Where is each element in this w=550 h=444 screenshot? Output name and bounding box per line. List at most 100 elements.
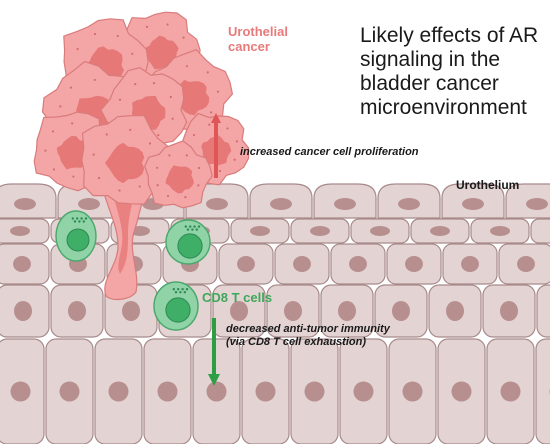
cancer-granule: [93, 78, 96, 82]
cancer-granule: [157, 134, 160, 137]
epithelial-nucleus: [250, 226, 270, 236]
cancer-granule: [184, 196, 187, 199]
intermediate-cell: [0, 243, 50, 285]
epithelial-nucleus: [10, 226, 30, 236]
epithelial-cell-body: [535, 338, 550, 444]
cancer-granule: [210, 111, 213, 114]
cancer-granule: [226, 127, 229, 130]
t-cell-granule: [179, 291, 182, 294]
epithelial-nucleus: [370, 226, 390, 236]
epithelial-nucleus: [157, 381, 178, 402]
t-cell-granule: [84, 217, 88, 220]
cancer-granule: [97, 176, 101, 180]
cancer-granule: [116, 34, 119, 38]
t-cell-granule: [184, 225, 187, 228]
cancer-granule: [71, 122, 74, 125]
epithelial-nucleus: [446, 301, 464, 321]
epithelial-nucleus: [517, 256, 535, 272]
t-cell-granule: [186, 228, 190, 231]
immunity-annotation: decreased anti-tumor immunity (via CD8 T…: [226, 323, 390, 348]
intermediate-cell: [470, 218, 530, 244]
epithelial-nucleus: [270, 198, 292, 210]
cancer-granule: [185, 65, 188, 68]
t-cell-nucleus: [177, 233, 203, 259]
cancer-granule: [145, 25, 149, 28]
basal-cell: [486, 338, 535, 444]
cancer-granule: [171, 117, 174, 120]
epithelial-nucleus: [402, 381, 423, 402]
basal-cell: [290, 338, 339, 444]
cancer-granule: [52, 168, 56, 171]
cancer-granule: [69, 86, 73, 89]
cancer-granule: [235, 140, 238, 143]
epithelial-nucleus: [451, 381, 472, 402]
cancer-granule: [92, 153, 95, 156]
t-cell-granule: [177, 288, 180, 291]
cancer-granule: [169, 95, 172, 99]
cancer-granule: [105, 133, 108, 136]
basal-cell: [0, 338, 45, 444]
cancer-granule: [233, 158, 236, 161]
basal-cell: [192, 338, 241, 444]
basal-cell: [266, 284, 320, 338]
urothelial-cancer-label: Urothelial cancer: [228, 24, 318, 54]
epithelial-nucleus: [500, 301, 518, 321]
epithelial-nucleus: [392, 301, 410, 321]
t-cell-granule: [174, 291, 178, 294]
cancer-granule: [152, 82, 156, 85]
t-cell-granule: [78, 220, 81, 223]
cancer-nucleus: [104, 142, 145, 184]
epithelial-nucleus: [237, 256, 255, 272]
cancer-granule: [118, 98, 122, 101]
epithelial-cell-body: [536, 284, 550, 338]
intermediate-cell: [330, 243, 386, 285]
basal-cell: [50, 284, 104, 338]
t-cell-granule: [76, 217, 79, 220]
epithelial-nucleus: [230, 301, 248, 321]
t-cell-granule: [80, 217, 83, 220]
umbrella-cell: [0, 183, 57, 219]
intermediate-cell: [218, 243, 274, 285]
basal-cell: [94, 338, 143, 444]
cancer-granule: [131, 52, 134, 55]
t-cell-granule: [181, 288, 184, 291]
effect-arrows: [208, 113, 221, 386]
cancer-granule: [182, 36, 185, 39]
intermediate-cell: [230, 218, 290, 244]
cancer-granule: [185, 154, 188, 157]
cancer-granule: [206, 71, 209, 74]
t-cell-nucleus: [66, 228, 90, 252]
cd8-t-cell: [165, 219, 211, 265]
cancer-granule: [166, 194, 170, 198]
t-cell-granule: [191, 228, 194, 231]
cancer-granule: [129, 128, 132, 131]
cancer-granule: [72, 175, 75, 178]
urothelial-cancer-cluster: [33, 11, 250, 301]
cancer-granule: [197, 184, 200, 187]
t-cell-nucleus: [165, 297, 191, 323]
t-cell-granule: [183, 291, 186, 294]
epithelial-nucleus: [526, 198, 548, 210]
epithelial-nucleus: [353, 381, 374, 402]
intermediate-cell: [442, 243, 498, 285]
basal-cell: [241, 338, 290, 444]
cancer-granule: [76, 47, 79, 51]
epithelial-nucleus: [284, 301, 302, 321]
epithelial-nucleus: [334, 198, 356, 210]
cancer-granule: [216, 90, 220, 93]
basal-cell: [374, 284, 428, 338]
epithelial-nucleus: [490, 226, 510, 236]
epithelial-nucleus: [206, 381, 227, 402]
epithelial-nucleus: [59, 381, 80, 402]
t-cell-granule: [172, 288, 175, 291]
epithelial-nucleus: [14, 198, 36, 210]
epithelial-nucleus: [461, 256, 479, 272]
epithelial-cell-body: [530, 218, 550, 244]
basal-cell: [0, 284, 50, 338]
epithelial-nucleus: [430, 226, 450, 236]
intermediate-cell: [274, 243, 330, 285]
intermediate-cell: [290, 218, 350, 244]
cancer-granule: [156, 184, 159, 187]
urothelium-label: Urothelium: [456, 178, 520, 192]
